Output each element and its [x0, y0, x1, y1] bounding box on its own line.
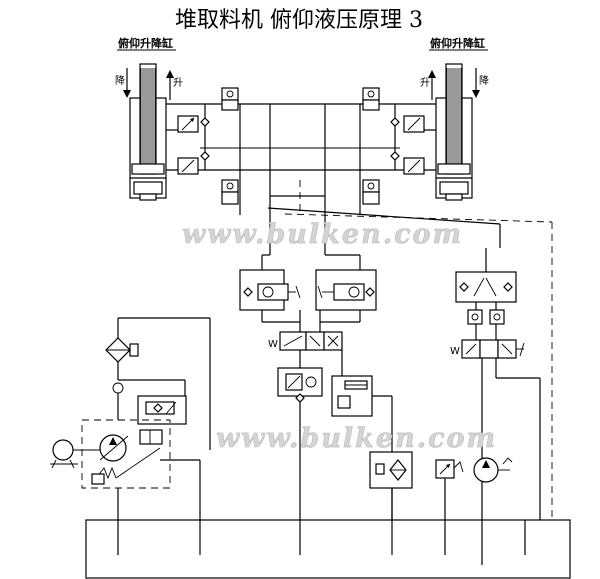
manifold-check-valves	[200, 117, 400, 161]
oil-tank	[85, 470, 571, 579]
left-up-arrow	[166, 70, 174, 100]
right-lower-check-valve	[362, 179, 380, 205]
right-brake-valve-a	[403, 115, 425, 133]
right-down-arrow	[472, 68, 480, 98]
right-up-arrow	[428, 70, 436, 100]
left-brake-valve-a	[177, 115, 199, 133]
right-brake-valve-b	[403, 157, 425, 175]
feed-lines	[261, 196, 553, 575]
left-brake-valve-b	[177, 157, 199, 175]
right-directional-valve	[461, 339, 525, 359]
left-down-arrow	[123, 68, 131, 98]
accumulator-block	[331, 375, 373, 417]
right-lift-cylinder	[435, 63, 473, 201]
main-valve-code: W	[268, 339, 278, 350]
watermark-bottom: www.bulken.com	[216, 423, 497, 454]
motor	[50, 439, 100, 469]
left-upper-check-valve	[221, 87, 239, 111]
right-valve-code: W	[450, 346, 460, 357]
main-directional-valve	[279, 331, 343, 351]
pressure-control-block	[277, 367, 323, 403]
right-flow-valves	[467, 309, 505, 325]
right-solenoid-pilot-valve	[315, 269, 377, 311]
upper-manifold	[166, 103, 436, 215]
left-solenoid-pilot-valve	[239, 269, 301, 311]
diagram-title: 堆取料机 俯仰液压原理 3	[175, 8, 423, 33]
left-lift-cylinder	[129, 63, 167, 201]
left-down-label: 降	[115, 74, 125, 87]
right-cylinder-label: 俯仰升降缸	[430, 36, 485, 50]
auxiliary-pump	[473, 457, 513, 483]
left-up-label: 升	[173, 77, 183, 89]
return-filter	[105, 337, 139, 363]
pump-compensator	[91, 429, 163, 485]
main-pump	[99, 434, 129, 462]
right-down-label: 降	[479, 74, 489, 87]
right-up-label: 升	[420, 77, 430, 89]
cooler-filter	[369, 451, 413, 489]
left-lower-check-valve	[221, 179, 239, 205]
right-check-pair	[455, 271, 517, 303]
right-upper-check-valve	[362, 87, 380, 111]
watermark-top: www.bulken.com	[182, 219, 463, 250]
left-cylinder-label: 俯仰升降缸	[118, 36, 173, 50]
pressure-relief-valve	[435, 459, 464, 479]
relief-valve-block	[137, 395, 187, 425]
pump-unit-enclosure	[81, 419, 171, 489]
